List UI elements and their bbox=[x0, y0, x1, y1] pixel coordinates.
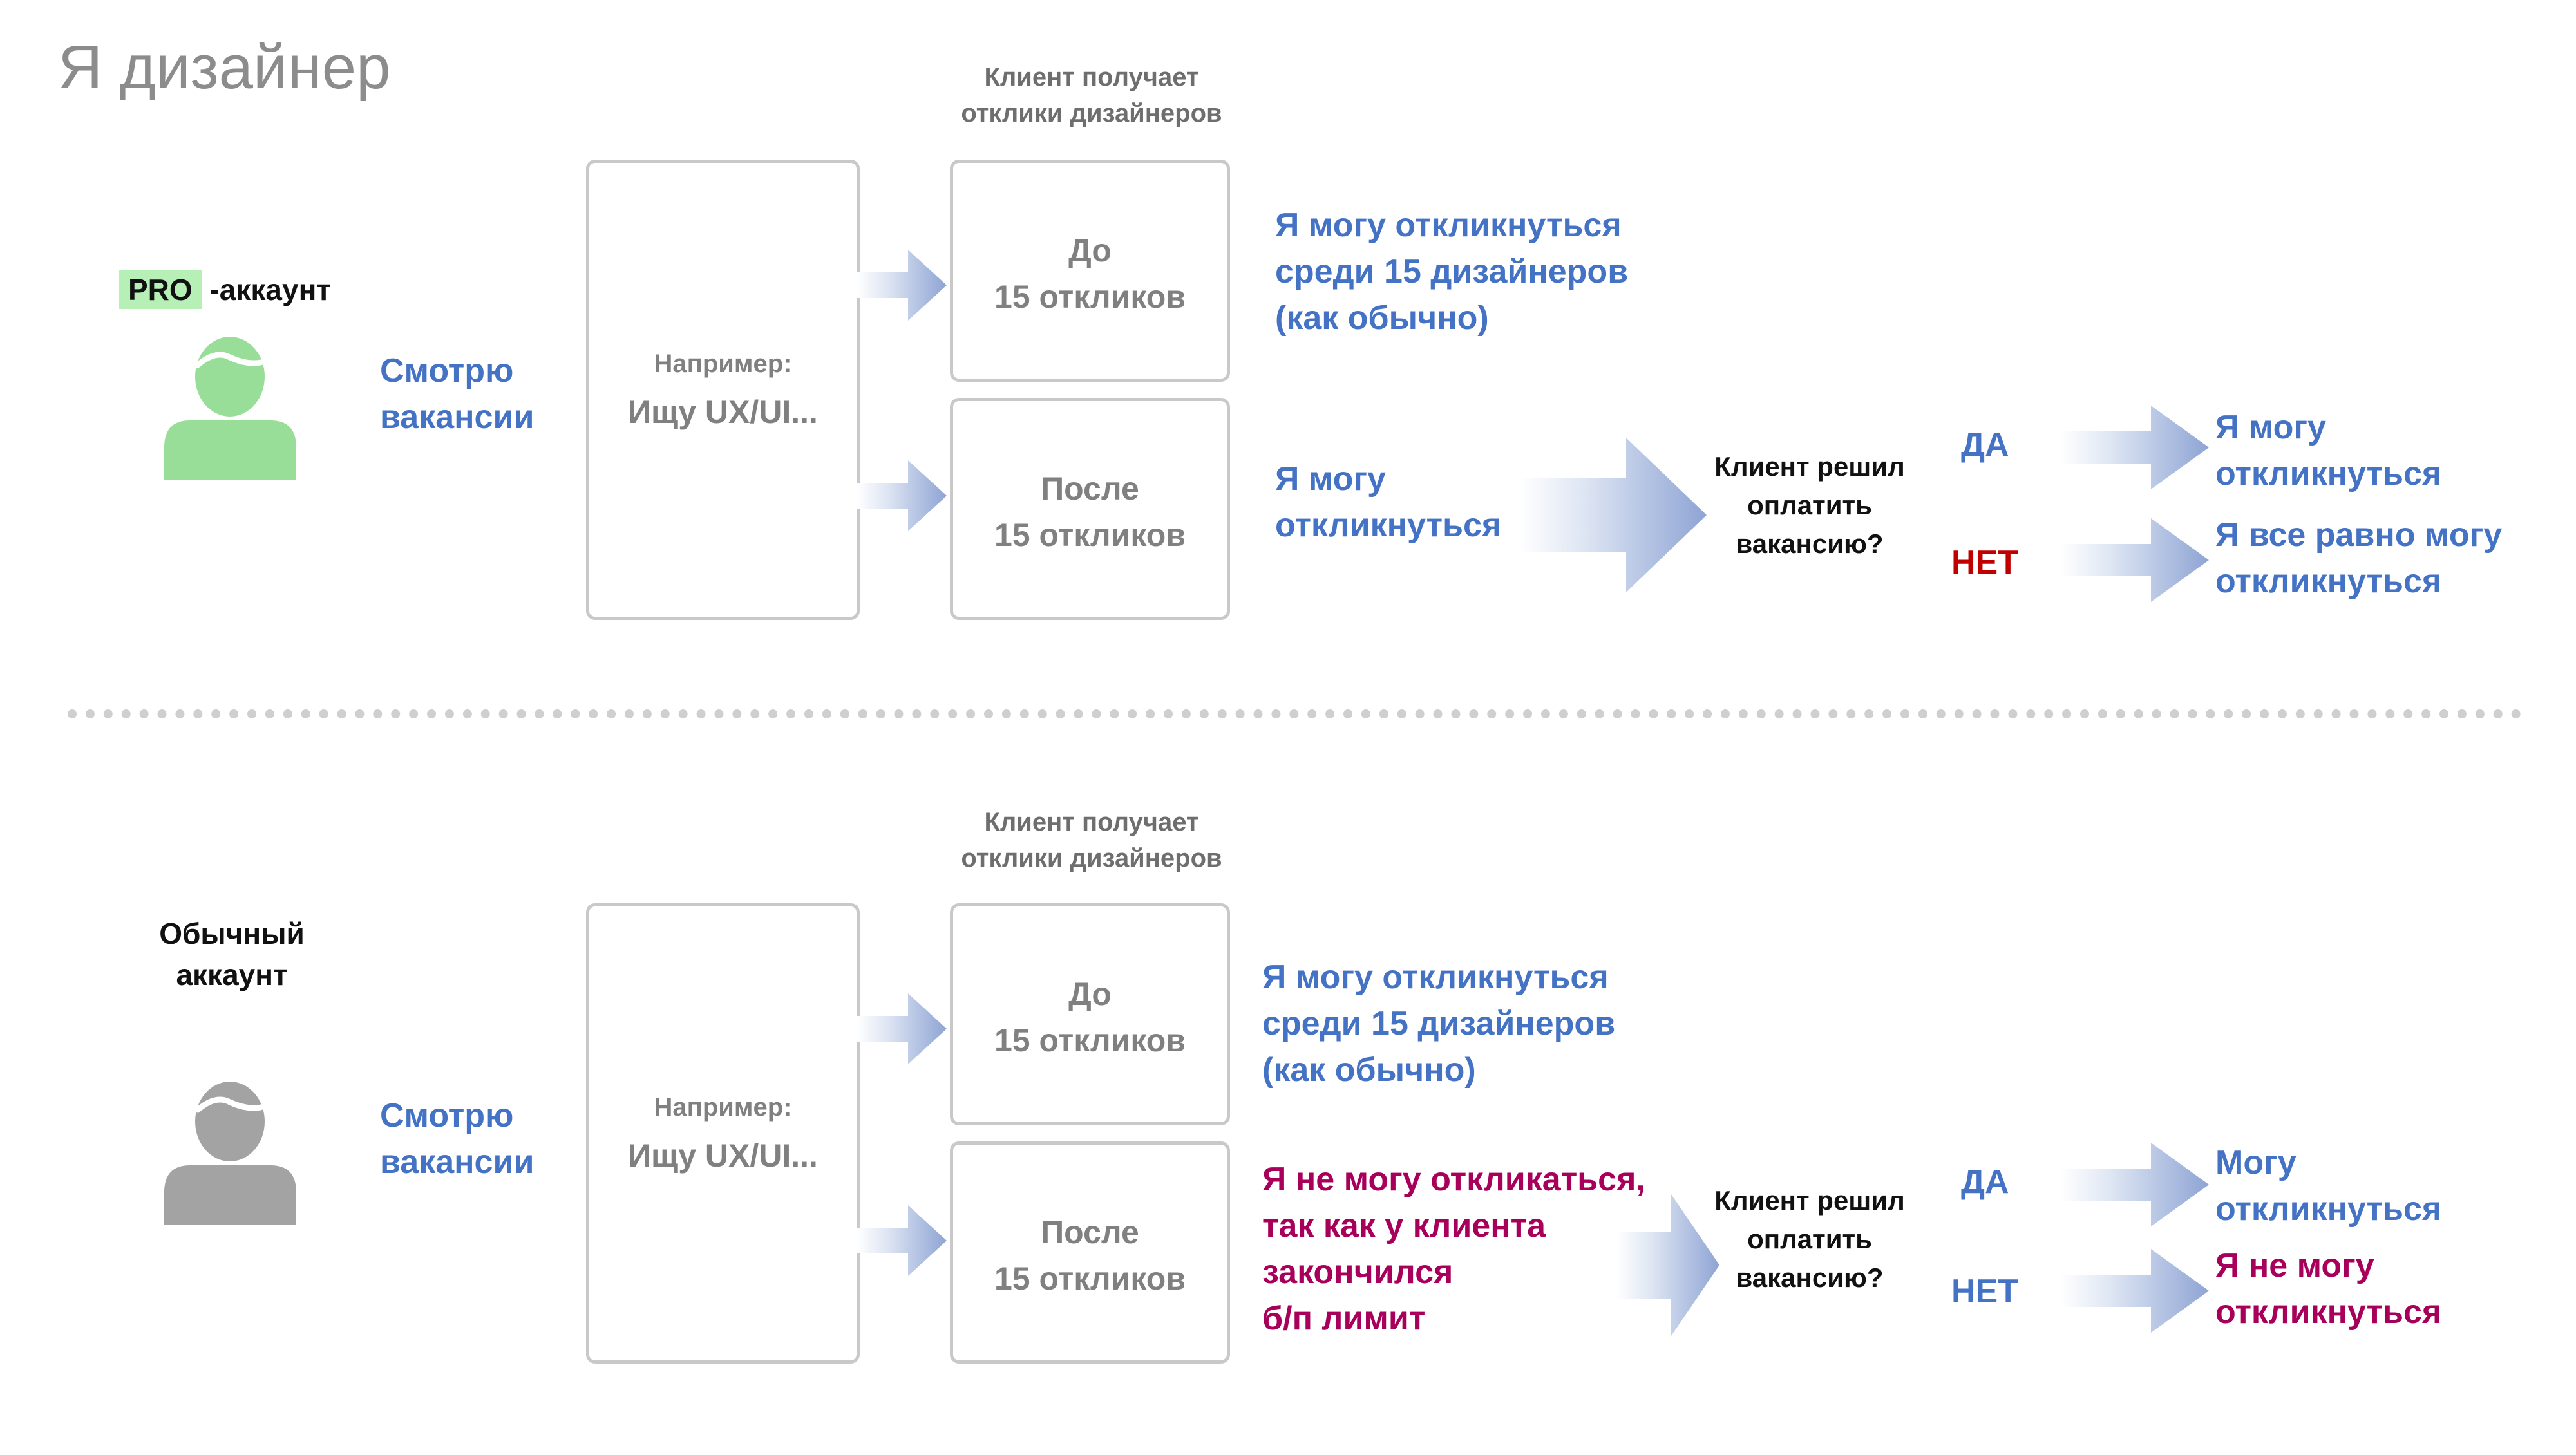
arrow-to-after bbox=[857, 460, 947, 531]
arrow-yes bbox=[2061, 1143, 2209, 1226]
arrow-no bbox=[2061, 518, 2209, 602]
yes-result: Я могу откликнуться bbox=[2215, 409, 2442, 493]
payment-question: Клиент решил оплатить вакансию? bbox=[1714, 1185, 1905, 1293]
no-result: Я все равно могу откликнуться bbox=[2215, 516, 2503, 600]
after-box: После 15 откликов bbox=[950, 1141, 1230, 1364]
arrow-to-after bbox=[857, 1205, 947, 1276]
yes-label: ДА bbox=[1961, 426, 2009, 464]
no-label: НЕТ bbox=[1951, 1273, 2018, 1310]
account-label: PRO -аккаунт bbox=[119, 269, 331, 310]
example-value: Ищу UX/UI... bbox=[628, 394, 818, 430]
arrow-no bbox=[2061, 1249, 2209, 1333]
arrow-to-question bbox=[1520, 438, 1707, 592]
arrow-to-before bbox=[857, 993, 947, 1064]
before-box: До 15 откликов bbox=[950, 903, 1230, 1125]
action-text: Смотрю вакансии bbox=[380, 352, 535, 436]
example-value: Ищу UX/UI... bbox=[628, 1138, 818, 1174]
vacancy-example-box: Например: Ищу UX/UI... bbox=[586, 903, 860, 1364]
user-icon bbox=[164, 1082, 296, 1225]
account-label-text: -аккаунт bbox=[201, 273, 331, 306]
vacancy-example-box: Например: Ищу UX/UI... bbox=[586, 160, 860, 620]
arrow-to-question bbox=[1616, 1194, 1719, 1336]
yes-label: ДА bbox=[1961, 1163, 2009, 1201]
user-icon bbox=[164, 337, 296, 480]
after-result: Я могу откликнуться bbox=[1275, 460, 1502, 544]
example-label: Например: bbox=[654, 1093, 792, 1122]
after-box: После 15 откликов bbox=[950, 398, 1230, 620]
example-label: Например: bbox=[654, 350, 792, 378]
arrow-yes bbox=[2061, 406, 2209, 489]
client-caption: Клиент получает отклики дизайнеров bbox=[961, 808, 1222, 872]
arrow-to-before bbox=[857, 250, 947, 321]
client-caption: Клиент получает отклики дизайнеров bbox=[961, 63, 1222, 127]
no-result: Я не могу откликнуться bbox=[2215, 1247, 2442, 1331]
action-text: Смотрю вакансии bbox=[380, 1097, 535, 1181]
page-title: Я дизайнер bbox=[58, 33, 391, 102]
regular-account-section: Обычный аккаунт Смотрю вакансии Например… bbox=[0, 747, 2576, 1455]
account-label: Обычный аккаунт bbox=[159, 917, 305, 991]
after-result: Я не могу откликаться, так как у клиента… bbox=[1262, 1161, 1645, 1337]
before-result: Я могу откликнуться среди 15 дизайнеров … bbox=[1262, 959, 1616, 1089]
before-result: Я могу откликнуться среди 15 дизайнеров … bbox=[1275, 207, 1629, 337]
pro-badge: PRO bbox=[119, 270, 202, 309]
before-box: До 15 откликов bbox=[950, 160, 1230, 382]
payment-question: Клиент решил оплатить вакансию? bbox=[1714, 451, 1905, 559]
no-label: НЕТ bbox=[1951, 544, 2018, 581]
yes-result: Могу откликнуться bbox=[2215, 1144, 2442, 1228]
pro-account-section: PRO -аккаунт Смотрю вакансии Например: И… bbox=[0, 0, 2576, 708]
section-divider bbox=[68, 709, 2521, 718]
